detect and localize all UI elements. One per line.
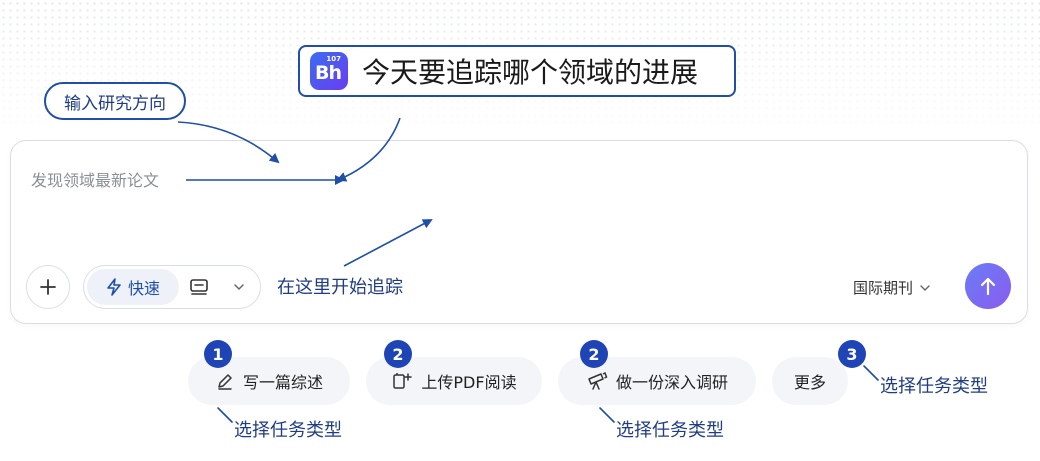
annotation-select-task: 选择任务类型 [880, 376, 988, 397]
annotation-select-task: 选择任务类型 [234, 420, 342, 441]
step-badge: 2 [580, 340, 608, 368]
app-logo: 107 Bh [310, 52, 348, 90]
arrow-pill-to-input [177, 121, 280, 164]
mode-fast-label: 快速 [127, 279, 160, 298]
add-button[interactable] [26, 265, 70, 309]
step-badge: 2 [384, 340, 412, 368]
chip-label: 写一篇综述 [242, 373, 323, 392]
chevron-down-icon[interactable] [232, 280, 246, 294]
upload-doc-icon [393, 373, 413, 389]
lightning-icon [107, 278, 121, 296]
plus-icon [40, 279, 56, 295]
journal-label: 国际期刊 [853, 279, 914, 297]
journal-select[interactable]: 国际期刊 [853, 277, 931, 298]
tick-task-3 [863, 365, 879, 381]
search-input[interactable]: 发现领域最新论文 [31, 171, 160, 190]
arrow-up-icon [980, 277, 996, 296]
chevron-down-icon [920, 284, 930, 291]
chip-label: 上传PDF阅读 [421, 373, 517, 392]
pen-icon [218, 374, 232, 390]
chip-label: 做一份深入调研 [615, 373, 728, 392]
telescope-icon [588, 371, 608, 390]
annotation-select-task: 选择任务类型 [616, 420, 724, 441]
arrow-start-here [343, 219, 433, 267]
chip-label: 更多 [793, 373, 826, 392]
page-title: 今天要追踪哪个领域的进展 [362, 56, 699, 89]
chip-more[interactable]: 更多 [772, 357, 848, 405]
annotation-start-here: 在这里开始追踪 [277, 277, 403, 298]
mode-fast-button[interactable]: 快速 [87, 269, 179, 305]
screen-mode-icon[interactable] [188, 277, 210, 297]
logo-text: Bh [315, 62, 342, 84]
arrow-title-to-input [336, 117, 401, 182]
step-badge: 1 [204, 340, 232, 368]
logo-superscript: 107 [326, 55, 341, 63]
page-title-box: 107 Bh 今天要追踪哪个领域的进展 [298, 45, 736, 97]
send-button[interactable] [965, 263, 1011, 309]
tick-task-1 [217, 407, 233, 423]
tick-task-2 [599, 407, 615, 423]
mode-selector[interactable]: 快速 [83, 265, 261, 309]
step-badge: 3 [838, 340, 866, 368]
search-input-card[interactable]: 发现领域最新论文 快速 在这里开始追踪 国际期刊 [10, 140, 1028, 324]
annotation-input-direction: 输入研究方向 [44, 82, 186, 120]
